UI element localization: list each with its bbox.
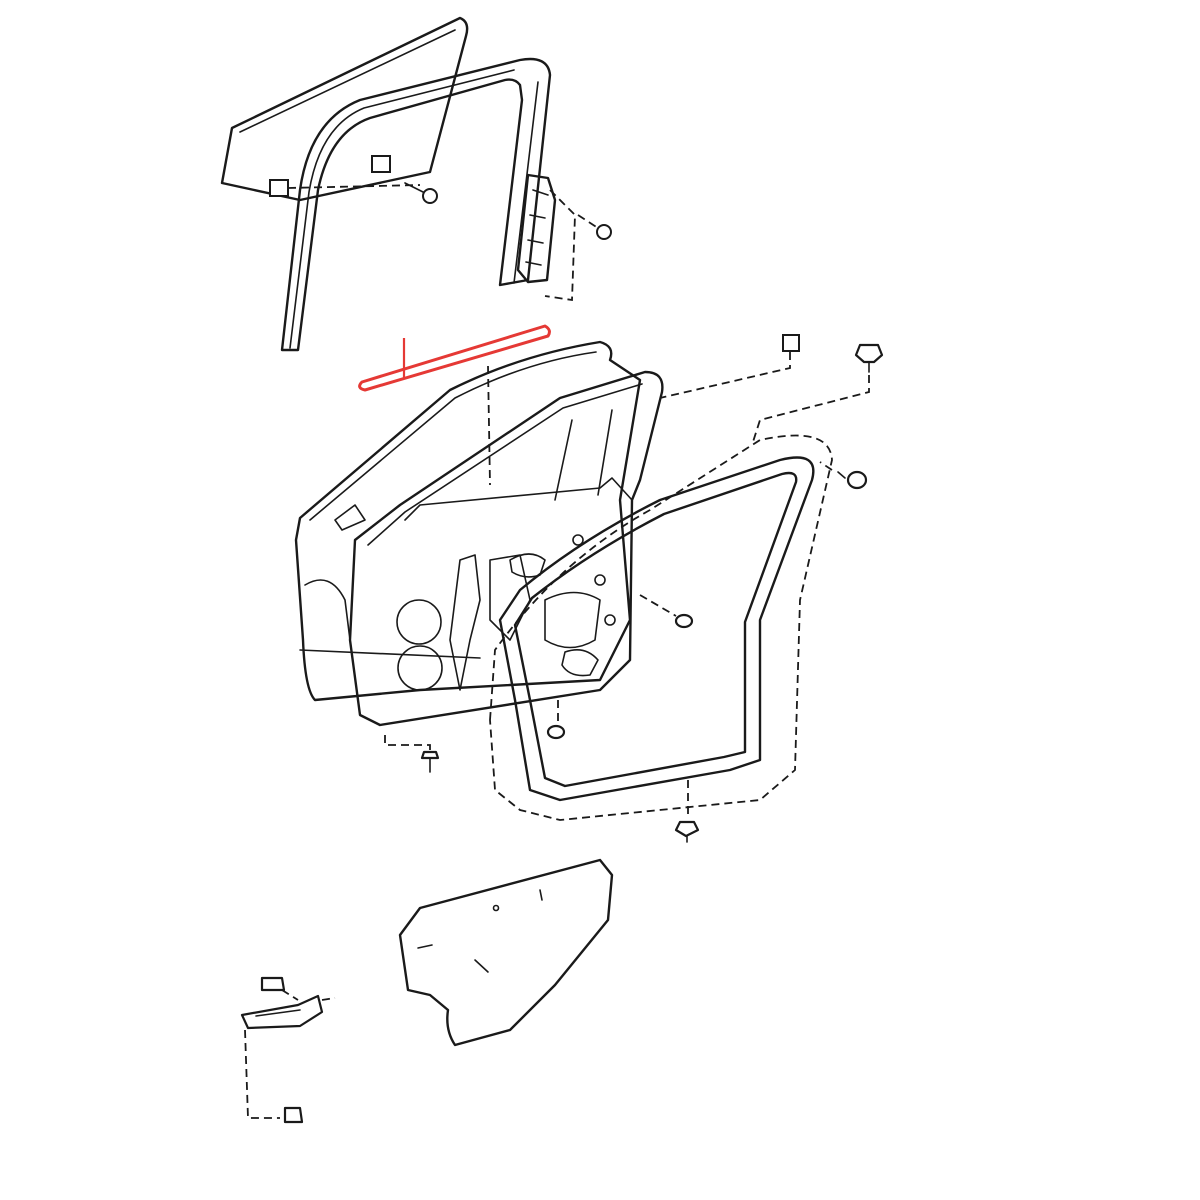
glass-run-channel[interactable]: [280, 57, 552, 352]
side-grommet[interactable]: [819, 461, 868, 490]
door-belt-weatherstrip[interactable]: [358, 324, 551, 392]
door-inner-panel-holes: [396, 534, 616, 691]
door-check-assembly[interactable]: [240, 976, 336, 1119]
door-window-glass[interactable]: [220, 16, 469, 202]
bottom-push-clip[interactable]: [674, 780, 700, 843]
body-opening-outline: [489, 434, 833, 821]
lower-hole-plug[interactable]: [546, 700, 566, 740]
outer-door-panel[interactable]: [294, 340, 642, 702]
lower-left-bolt[interactable]: [384, 735, 440, 773]
door-inner-frame[interactable]: [348, 370, 664, 727]
service-hole-cover[interactable]: [398, 858, 614, 1047]
glass-bolt[interactable]: [404, 182, 438, 204]
upper-clip[interactable]: [659, 334, 800, 399]
door-weatherstrip[interactable]: [498, 456, 815, 802]
belt-guide-line: [487, 365, 491, 486]
push-rivet-top[interactable]: [751, 343, 884, 446]
center-hole-plug[interactable]: [639, 594, 694, 629]
door-check-bolt[interactable]: [283, 1106, 304, 1124]
window-regulator-rail[interactable]: [516, 173, 612, 302]
